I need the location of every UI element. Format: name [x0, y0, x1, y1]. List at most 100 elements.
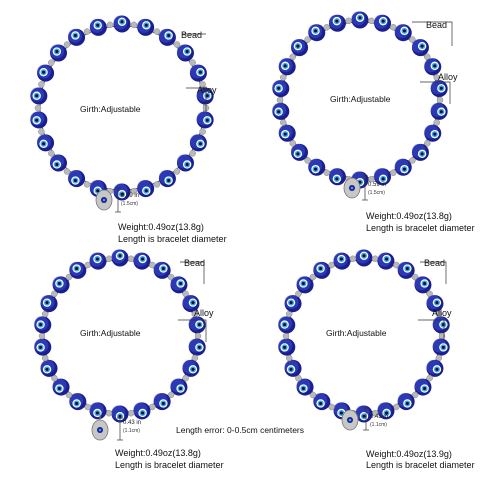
- bracelet-panel-1: Bead Alloy Girth:Adjustable 0.59 in (1.5…: [0, 0, 240, 244]
- alloy-spacer: [38, 332, 46, 340]
- alloy-spacer: [167, 391, 175, 399]
- evil-eye-bead: [196, 111, 214, 129]
- evil-eye-bead: [89, 252, 107, 270]
- alloy-spacer: [309, 273, 317, 281]
- elephant-charm-icon: [91, 412, 109, 441]
- evil-eye-bead: [291, 143, 309, 161]
- bead-callout-line: [180, 261, 205, 284]
- evil-eye-bead: [374, 168, 392, 186]
- alloy-spacer: [173, 168, 181, 175]
- evil-eye-bead: [40, 295, 58, 313]
- bead-callout-line: [420, 261, 447, 284]
- charm-size-cm: (1.5cm): [368, 190, 385, 196]
- evil-eye-bead: [34, 338, 52, 356]
- evil-eye-bead: [426, 295, 444, 313]
- bead-label: Bead: [184, 258, 206, 268]
- alloy-spacer: [194, 332, 202, 340]
- alloy-spacer: [309, 391, 317, 399]
- evil-eye-bead: [113, 15, 131, 33]
- hamsa-charm-icon: [343, 177, 361, 199]
- alloy-spacer: [393, 403, 400, 411]
- alloy-callout-line: [178, 319, 207, 342]
- alloy-spacer: [426, 374, 433, 382]
- alloy-spacer: [304, 157, 311, 164]
- evil-eye-bead: [69, 393, 87, 411]
- alloy-spacer: [130, 21, 138, 29]
- evil-eye-bead: [377, 252, 395, 270]
- alloy-callout-line: [420, 81, 451, 104]
- length-note: Length is bracelet diameter: [118, 234, 227, 244]
- bracelet-panel-3: Bead Alloy Girth:Adjustable 0.43 in (1.1…: [0, 240, 240, 480]
- evil-eye-bead: [291, 39, 309, 57]
- alloy-spacer: [153, 181, 161, 188]
- alloy-spacer: [63, 168, 71, 175]
- alloy-spacer: [127, 409, 135, 417]
- evil-eye-bead: [424, 124, 442, 142]
- alloy-spacer: [191, 354, 199, 362]
- alloy-spacer: [182, 374, 189, 382]
- alloy-spacer: [389, 169, 397, 177]
- bracelet-2-illustration: [272, 11, 453, 201]
- evil-eye-bead: [30, 87, 48, 105]
- evil-eye-bead: [133, 402, 151, 420]
- evil-eye-bead: [351, 11, 369, 29]
- evil-eye-bead: [374, 14, 392, 32]
- alloy-spacer: [276, 96, 284, 104]
- alloy-spacer: [279, 119, 287, 126]
- bead-callout-line: [412, 21, 453, 46]
- evil-eye-bead: [50, 44, 68, 62]
- evil-eye-bead: [189, 64, 207, 82]
- alloy-spacer: [38, 128, 45, 135]
- alloy-spacer: [189, 150, 196, 157]
- evil-eye-bead: [272, 80, 290, 98]
- evil-eye-bead: [414, 276, 432, 294]
- alloy-spacer: [106, 21, 114, 29]
- evil-eye-bead: [394, 158, 412, 176]
- evil-eye-bead: [284, 359, 302, 377]
- charm-size-cm: (1.1cm): [370, 422, 387, 428]
- alloy-callout-line: [418, 319, 445, 342]
- evil-eye-bead: [69, 261, 87, 279]
- charm-size-in: 0.43 in: [123, 420, 142, 426]
- alloy-spacer: [149, 403, 156, 411]
- alloy-spacer: [371, 255, 379, 263]
- alloy-spacer: [368, 17, 375, 25]
- alloy-spacer: [345, 17, 352, 25]
- alloy-spacer: [48, 150, 55, 157]
- evil-eye-bead: [411, 39, 429, 57]
- evil-eye-bead: [158, 28, 176, 46]
- evil-eye-bead: [426, 359, 444, 377]
- bead-label: Bead: [181, 30, 203, 40]
- bracelet-4-illustration: [278, 249, 450, 431]
- evil-eye-bead: [37, 134, 55, 152]
- evil-eye-bead: [308, 24, 326, 42]
- evil-eye-bead: [328, 14, 346, 32]
- evil-eye-bead: [182, 359, 200, 377]
- charm-size-in: 0.59 in: [368, 182, 387, 188]
- evil-eye-bead: [397, 261, 415, 279]
- alloy-spacer: [84, 261, 91, 269]
- weight-label: Weight:0.49oz(13.8g): [115, 448, 201, 458]
- evil-eye-bead: [52, 378, 70, 396]
- evil-eye-bead: [30, 111, 48, 129]
- alloy-spacer: [304, 36, 311, 43]
- alloy-spacer: [83, 181, 91, 188]
- length-note: Length is bracelet diameter: [366, 460, 475, 470]
- alloy-spacer: [51, 290, 58, 298]
- alloy-spacer: [282, 332, 290, 340]
- length-error-note: Length error: 0-0.5cm centimeters: [175, 425, 305, 435]
- evil-eye-bead: [176, 44, 194, 62]
- alloy-spacer: [295, 374, 302, 382]
- alloy-spacer: [279, 74, 287, 81]
- evil-eye-bead: [313, 393, 331, 411]
- evil-eye-bead: [111, 249, 129, 267]
- evil-eye-bead: [40, 359, 58, 377]
- evil-eye-bead: [52, 276, 70, 294]
- alloy-spacer: [199, 128, 206, 135]
- alloy-spacer: [153, 28, 161, 35]
- charm-size-cm: (1.5cm): [121, 201, 138, 207]
- evil-eye-bead: [414, 378, 432, 396]
- evil-eye-bead: [189, 134, 207, 152]
- alloy-spacer: [424, 140, 431, 147]
- weight-label: Weight:0.49oz(13.8g): [366, 211, 452, 221]
